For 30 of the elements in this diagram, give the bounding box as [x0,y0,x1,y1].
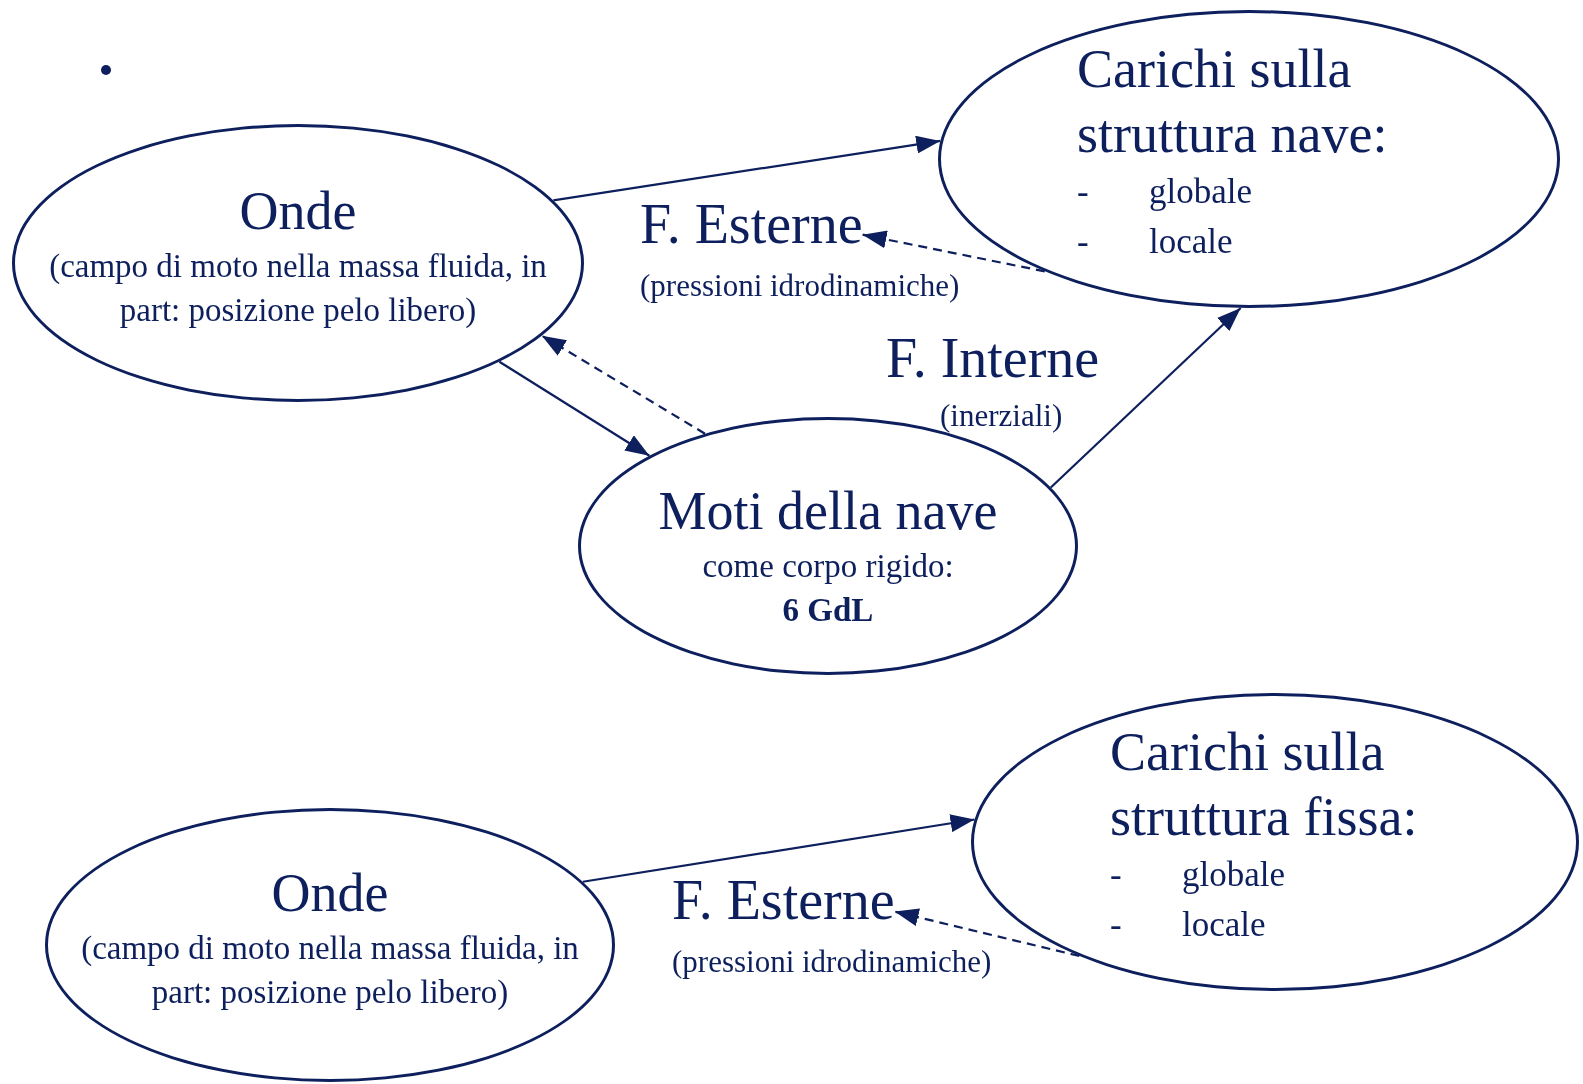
description-text: (campo di moto nella massa fluida, in part: posizione pelo libero) [80,928,580,1013]
list-dash: - [1110,853,1123,896]
annotation-text: (pressioni idrodinamiche) [672,944,992,980]
title-text: Onde [239,180,357,244]
title-text: Carichi sulla struttura nave: [1077,38,1389,166]
arrow [582,814,975,883]
list-item: globale [1149,170,1253,213]
list-item: locale [1182,903,1266,946]
ellipse-node [45,808,615,1082]
list-dash: - [1077,220,1090,263]
title-text: Onde [271,862,389,926]
ellipse-node [12,124,584,402]
list-item: globale [1182,853,1286,896]
annotation-text: (pressioni idrodinamiche) [640,268,960,304]
title-text: Moti della nave [658,480,998,544]
dashed-arrow [894,908,1080,958]
list-item: locale [1149,220,1233,263]
arrow [553,135,941,202]
annotation-text: (inerziali) [940,398,1063,434]
dashed-arrow [862,230,1045,273]
list-dash: - [1110,903,1123,946]
title-text: Carichi sulla struttura fissa: [1110,721,1419,849]
heading-text: F. Esterne [640,194,863,256]
annotation-text: F. Interne [886,326,1100,390]
arrow [498,360,650,457]
dashed-arrow [541,334,706,435]
heading-text: F. Esterne [672,870,895,932]
list-dash: - [1077,170,1090,213]
description-text: come corpo rigido: 6 GdL [702,546,954,631]
description-text: (campo di moto nella massa fluida, in part: posizione pelo libero) [48,246,548,331]
